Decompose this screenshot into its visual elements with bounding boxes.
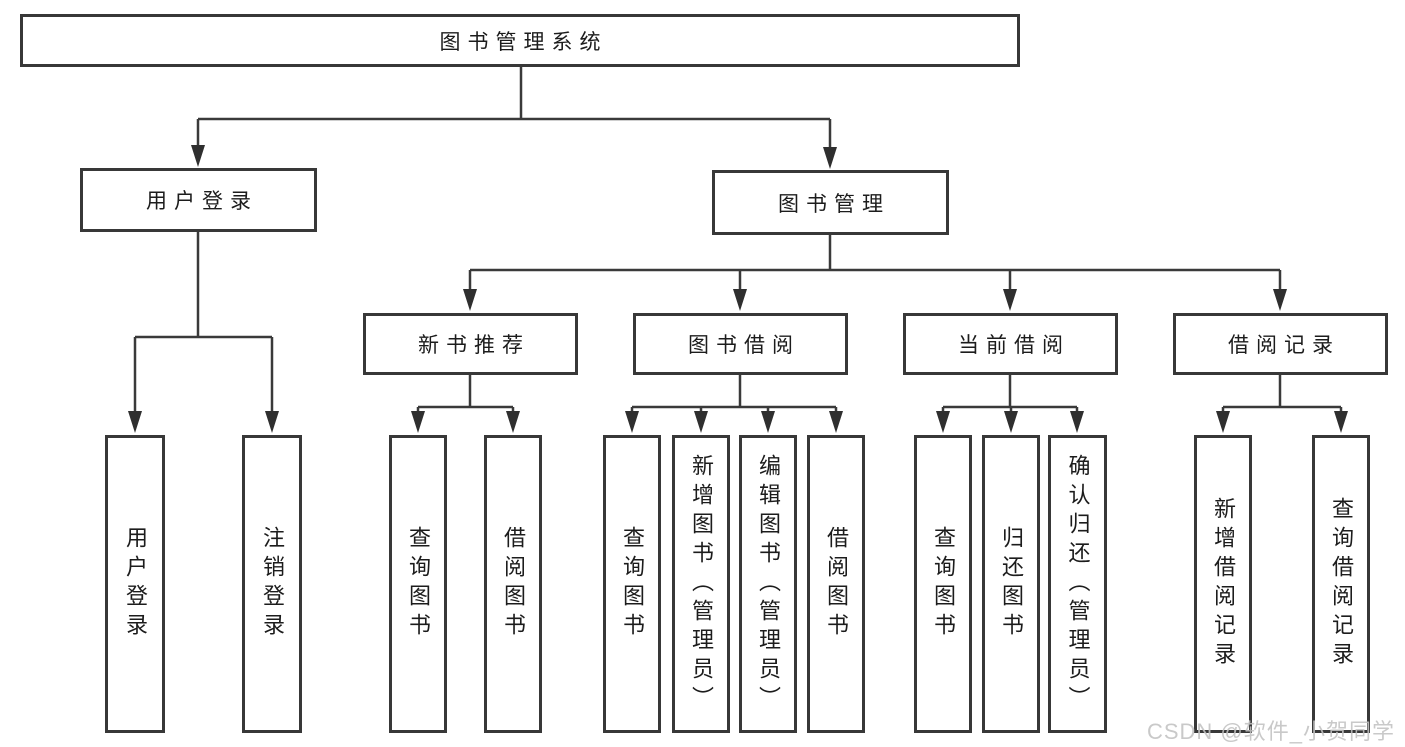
leaf-query-borrow-record: 查询借阅记录	[1312, 435, 1370, 733]
node-current-borrow: 当前借阅	[903, 313, 1118, 375]
leaf-user-login: 用户登录	[105, 435, 165, 733]
leaf-borrow-books: 借阅图书	[807, 435, 865, 733]
csdn-watermark: CSDN @软件_小贺同学	[1146, 719, 1395, 744]
leaf-edit-book-admin: 编辑图书（管理员）	[739, 435, 797, 733]
leaf-query-books-borrow: 查询图书	[603, 435, 661, 733]
leaf-add-book-admin: 新增图书（管理员）	[672, 435, 730, 733]
leaf-borrow-books-recommend: 借阅图书	[484, 435, 542, 733]
leaf-add-borrow-record: 新增借阅记录	[1194, 435, 1252, 733]
leaf-query-books-current: 查询图书	[914, 435, 972, 733]
leaf-return-book: 归还图书	[982, 435, 1040, 733]
node-borrow-records: 借阅记录	[1173, 313, 1388, 375]
node-book-borrow: 图书借阅	[633, 313, 848, 375]
leaf-confirm-return-admin: 确认归还（管理员）	[1048, 435, 1107, 733]
leaf-logout: 注销登录	[242, 435, 302, 733]
node-user-login: 用户登录	[80, 168, 317, 232]
node-library-management-system: 图书管理系统	[20, 14, 1020, 67]
node-new-book-recommend: 新书推荐	[363, 313, 578, 375]
node-book-management: 图书管理	[712, 170, 949, 235]
leaf-query-books-recommend: 查询图书	[389, 435, 447, 733]
arrowheads	[128, 145, 1348, 433]
